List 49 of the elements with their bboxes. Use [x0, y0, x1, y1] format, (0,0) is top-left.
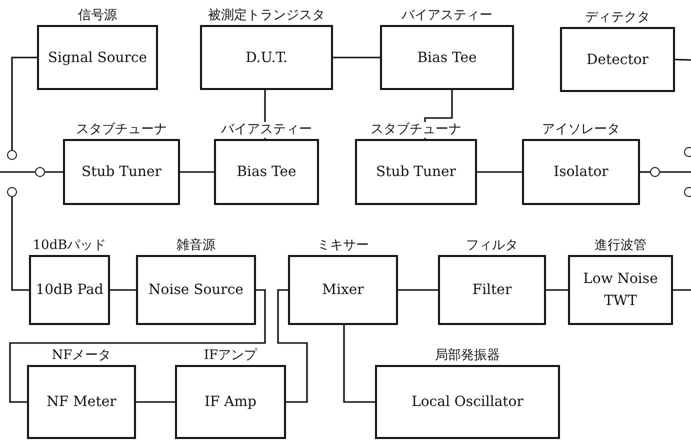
block-heading: 進行波管	[592, 238, 648, 254]
block-label: Local Oscillator	[412, 393, 524, 412]
terminal-circle	[7, 150, 17, 160]
connector-line	[45, 171, 63, 173]
block-label: Bias Tee	[236, 163, 296, 182]
connector-line	[0, 171, 35, 173]
connector-line	[674, 58, 691, 61]
connector-line	[11, 56, 37, 150]
block-label: Isolator	[554, 163, 608, 182]
connector-line	[660, 171, 691, 173]
connector-line	[398, 289, 438, 291]
block-heading: 雑音源	[174, 238, 218, 254]
block-label: Low Noise TWT	[582, 270, 659, 311]
connector-line	[180, 171, 214, 173]
block-heading: スタブチューナ	[74, 122, 169, 138]
block-heading: IFアンプ	[202, 348, 260, 364]
connector-line	[136, 401, 175, 403]
block-label: Mixer	[322, 281, 364, 300]
block-label: Signal Source	[48, 48, 148, 68]
block-label: Stub Tuner	[82, 163, 162, 182]
block-label: Bias Tee	[417, 48, 477, 68]
terminal-circle	[35, 167, 45, 177]
connector-line	[11, 197, 29, 291]
block-label: 10dB Pad	[36, 281, 104, 300]
connector-line	[110, 289, 136, 291]
terminal-circle	[650, 167, 660, 177]
terminal-circle	[684, 187, 691, 197]
block-label: Detector	[586, 50, 648, 70]
terminal-circle	[7, 187, 17, 197]
connector-line	[343, 325, 375, 403]
block-label: Noise Source	[148, 281, 244, 300]
block-heading: 信号源	[76, 8, 119, 24]
block-label: D.U.T.	[246, 48, 288, 68]
connector-line	[9, 289, 266, 403]
connector-line	[640, 171, 650, 173]
block-heading: 局部発振器	[433, 348, 502, 364]
connector-line	[546, 289, 568, 291]
connector-line	[277, 289, 308, 403]
terminal-circle	[684, 147, 691, 157]
block-heading: バイアスティー	[219, 122, 314, 138]
block-label: NF Meter	[46, 393, 116, 412]
connector-line	[333, 56, 380, 58]
block-label: Filter	[472, 281, 512, 300]
block-label: Stub Tuner	[376, 163, 456, 182]
connector-line	[477, 171, 522, 173]
connector-line	[673, 289, 691, 291]
block-heading: バイアスティー	[400, 8, 494, 24]
block-label: IF Amp	[204, 393, 257, 412]
block-heading: スタブチューナ	[368, 122, 464, 138]
